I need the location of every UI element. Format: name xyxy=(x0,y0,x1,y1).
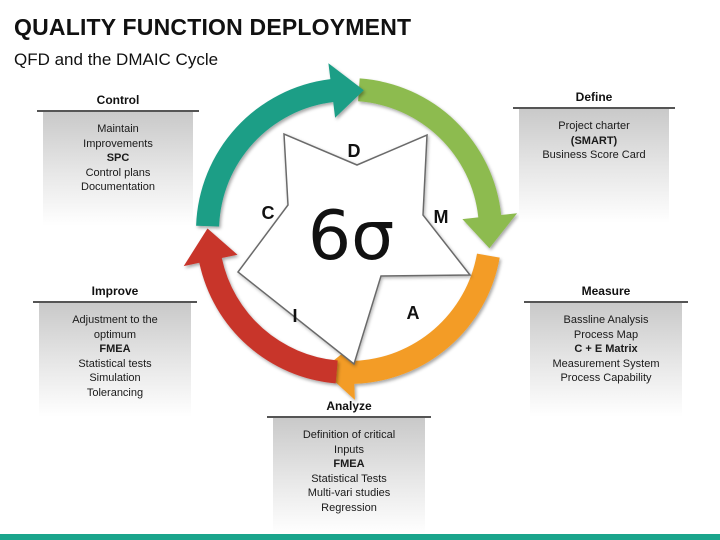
detail-line: Documentation xyxy=(81,181,155,193)
detail-line: Simulation xyxy=(89,372,141,384)
detail-line: Adjustment to the xyxy=(72,314,158,326)
phase-letter-control: C xyxy=(262,203,275,223)
improve-divider xyxy=(33,301,197,303)
detail-line: Business Score Card xyxy=(542,149,646,161)
detail-line: Regression xyxy=(321,501,377,514)
center-star xyxy=(236,132,472,366)
detail-line: Multi-vari studies xyxy=(307,487,391,499)
detail-line: Measurement System xyxy=(552,357,660,370)
analyze-divider xyxy=(267,416,431,418)
detail-line: Control plans xyxy=(85,166,151,179)
six-sigma-symbol: 6σ xyxy=(308,197,394,276)
detail-line: Process Capability xyxy=(560,372,652,384)
control-arrow xyxy=(196,63,364,227)
detail-line: Inputs xyxy=(334,443,364,456)
detail-line: Improvements xyxy=(83,137,153,150)
detail-line: Statistical Tests xyxy=(311,472,387,485)
detail-line: optimum xyxy=(93,328,137,341)
measure-divider xyxy=(524,301,688,303)
detail-line: FMEA xyxy=(333,458,365,470)
detail-line: (SMART) xyxy=(570,134,618,147)
cycle-arrows xyxy=(183,63,518,400)
phase-letter-measure: M xyxy=(434,207,449,227)
phase-letter-analyze: A xyxy=(407,303,420,323)
control-divider xyxy=(37,110,199,112)
measure-arrow xyxy=(322,253,500,400)
detail-line: Definition of critical xyxy=(302,429,396,441)
footer-bar xyxy=(0,534,720,540)
define-divider xyxy=(513,107,675,109)
improve-heading: Improve xyxy=(91,284,139,298)
detail-line: Project charter xyxy=(558,120,630,132)
detail-line: SPC xyxy=(106,152,130,164)
define-details: Project charter (SMART) Business Score Car… xyxy=(519,109,669,223)
improve-arrow xyxy=(183,228,338,384)
detail-line: Statistical tests xyxy=(78,357,152,370)
detail-line: Tolerancing xyxy=(86,386,144,399)
page-title: QUALITY FUNCTION DEPLOYMENT xyxy=(14,14,412,40)
phase-letter-improve: I xyxy=(292,306,297,326)
measure-heading: Measure xyxy=(581,284,631,298)
control-heading: Control xyxy=(96,93,140,107)
define-box: Define Project charter (SMART) Business Sc… xyxy=(513,89,675,223)
analyze-heading: Analyze xyxy=(326,399,372,413)
detail-line: Process Map xyxy=(573,328,639,341)
define-arrow xyxy=(358,78,518,249)
detail-line: Maintain xyxy=(97,123,139,135)
phase-letter-define: D xyxy=(348,141,361,161)
detail-line: FMEA xyxy=(99,343,131,355)
define-heading: Define xyxy=(575,90,613,104)
detail-line: Bassline Analysis xyxy=(563,314,649,326)
page-subtitle: QFD and the DMAIC Cycle xyxy=(14,50,219,69)
detail-line: C + E Matrix xyxy=(574,343,638,355)
